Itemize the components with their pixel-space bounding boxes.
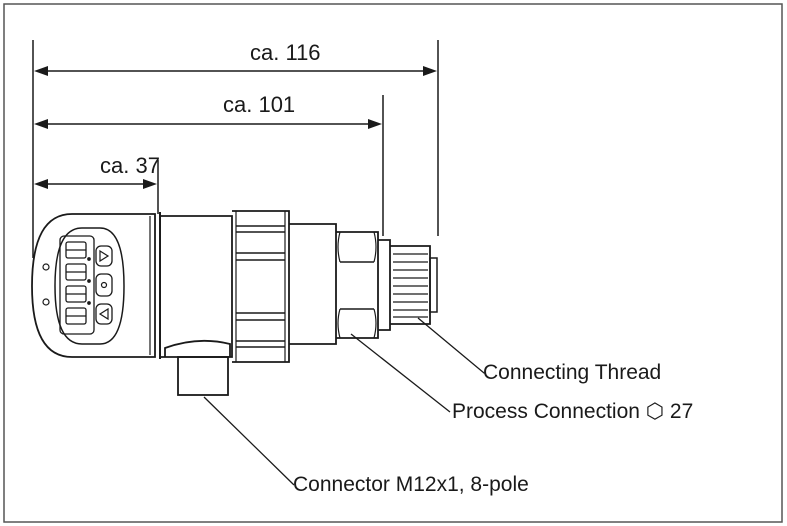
m12-connector xyxy=(164,339,231,396)
callout-label-process-connection: Process Connection ⬡ 27 xyxy=(452,400,693,423)
dimension-116: ca. 116 xyxy=(34,40,437,76)
display-window xyxy=(59,235,95,335)
connecting-thread-body xyxy=(390,245,438,325)
sensor-device xyxy=(31,210,438,396)
callout-label-connecting-thread: Connecting Thread xyxy=(483,361,661,384)
triangle-left-icon xyxy=(98,307,109,321)
dimension-label-101: ca. 101 xyxy=(223,92,295,117)
callout-process-connection: Process Connection ⬡ 27 xyxy=(350,333,693,423)
button-set[interactable] xyxy=(95,273,113,297)
callout-connector: Connector M12x1, 8-pole xyxy=(203,396,529,496)
callout-connecting-thread: Connecting Thread xyxy=(417,317,661,384)
button-down[interactable] xyxy=(95,303,113,325)
process-connection-text: Process Connection ⬡ 27 xyxy=(452,400,693,423)
led-indicator-top xyxy=(42,263,50,271)
housing-neck xyxy=(289,223,337,345)
dimension-label-116: ca. 116 xyxy=(250,40,321,65)
seven-segment-digits xyxy=(65,241,91,325)
circle-icon xyxy=(100,281,108,289)
dimension-label-37: ca. 37 xyxy=(100,153,160,178)
triangle-right-icon xyxy=(99,249,110,263)
drawing-border xyxy=(3,3,783,523)
dimension-37: ca. 37 xyxy=(34,153,160,189)
callout-label-connector: Connector M12x1, 8-pole xyxy=(293,473,529,496)
led-indicator-bottom xyxy=(42,298,50,306)
cooling-fins xyxy=(232,210,290,363)
collar xyxy=(378,239,391,331)
display-bezel xyxy=(54,227,125,345)
dimension-101: ca. 101 xyxy=(34,92,382,129)
button-up[interactable] xyxy=(95,245,113,267)
display-head xyxy=(31,213,156,358)
